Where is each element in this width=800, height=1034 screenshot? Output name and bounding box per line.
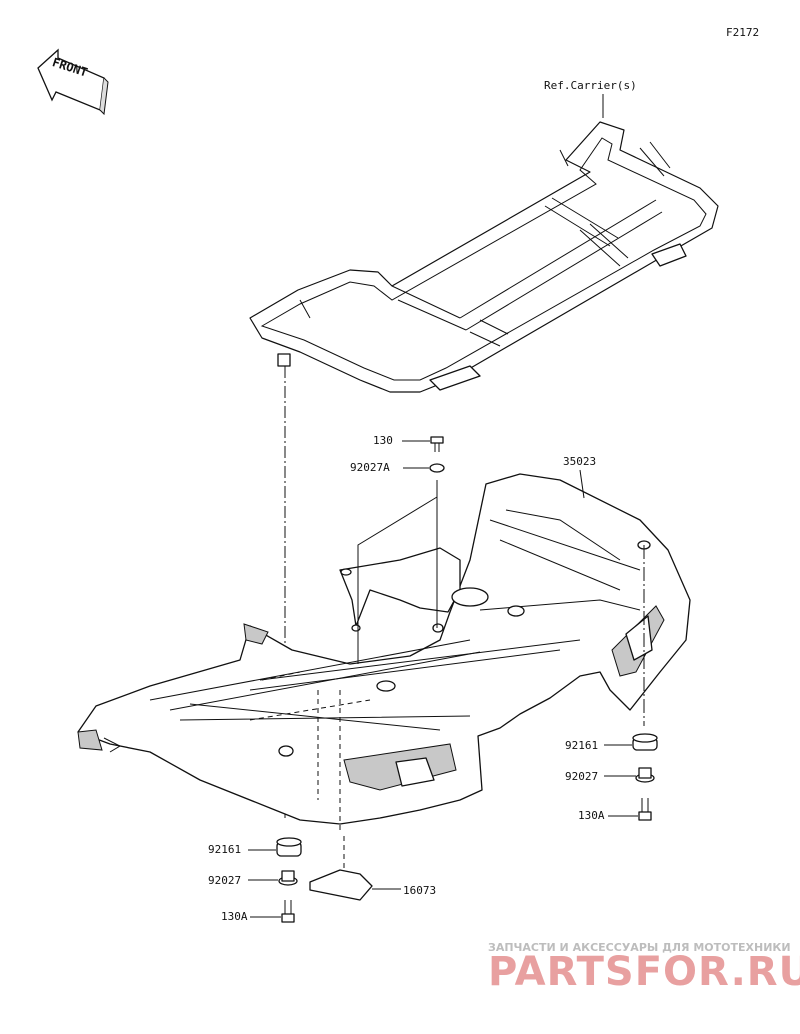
plate-16073 <box>309 869 373 901</box>
bolt-130a-right <box>638 798 652 821</box>
callout-92027a: 92027A <box>350 461 390 474</box>
callout-35023: 35023 <box>563 455 596 468</box>
callout-130a-right: 130A <box>578 809 605 822</box>
washer-92027a <box>429 463 445 473</box>
bolt-130a-left <box>281 900 295 923</box>
alignment-line-bracket <box>357 496 438 664</box>
callout-92161-left: 92161 <box>208 843 241 856</box>
watermark-tagline: ЗАПЧАСТИ И АКСЕССУАРЫ ДЛЯ МОТОТЕХНИКИ <box>488 941 791 954</box>
figure-id: F2172 <box>726 26 759 39</box>
rear-fender-cover <box>77 473 691 825</box>
front-arrow-icon: FRONT <box>37 48 109 116</box>
callout-92161-right: 92161 <box>565 739 598 752</box>
carrier-rack <box>249 121 719 393</box>
collar-92027-right <box>635 767 655 783</box>
callout-130-top: 130 <box>373 434 393 447</box>
bolt-130-top <box>430 436 444 452</box>
grommet-92161-right <box>632 733 658 751</box>
callout-92027-left: 92027 <box>208 874 241 887</box>
grommet-92161-left <box>276 837 302 857</box>
reference-label: Ref.Carrier(s) <box>544 79 637 92</box>
callout-130a-left: 130A <box>221 910 248 923</box>
collar-92027-left <box>278 870 298 886</box>
callout-92027-right: 92027 <box>565 770 598 783</box>
callout-16073: 16073 <box>403 884 436 897</box>
watermark-logo: PARTSFOR.RU <box>488 949 800 995</box>
leader-35023 <box>579 469 585 499</box>
hidden-lines <box>249 671 371 870</box>
